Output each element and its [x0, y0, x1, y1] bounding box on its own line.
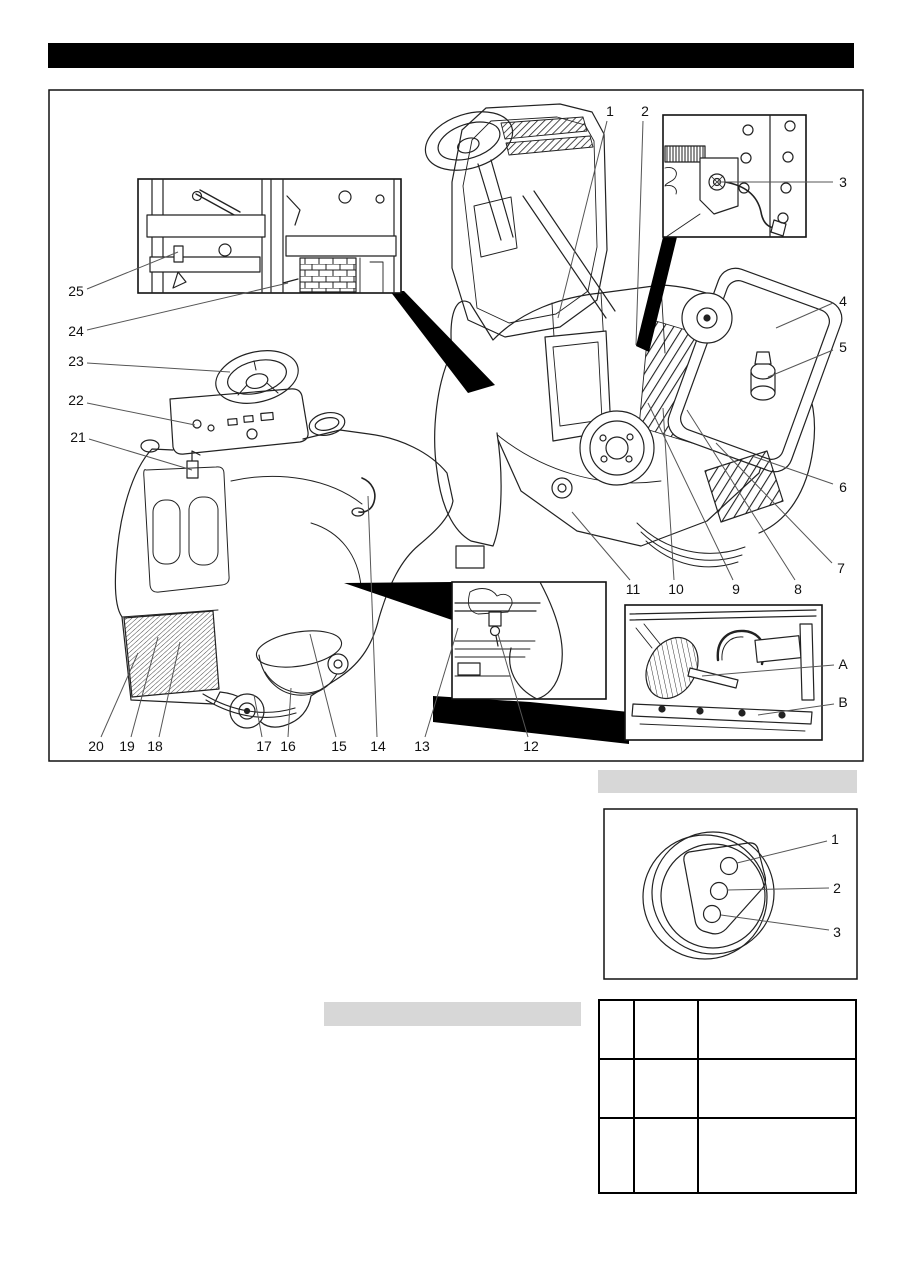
title-bar	[48, 43, 854, 68]
table-row	[598, 1058, 857, 1119]
callout-leader-18	[158, 641, 181, 738]
callout-leader-25	[86, 251, 179, 290]
battery-plug-drawing	[642, 831, 775, 960]
callout-label-6: 6	[839, 479, 847, 495]
pointer-wedge-bottom-right	[433, 696, 629, 744]
callout-leader-3	[720, 914, 830, 931]
callout-leader-10	[662, 407, 675, 581]
callout-leader-8	[686, 409, 796, 581]
battery-plug-figure: 1 2 3	[603, 808, 858, 980]
callout-leader-1	[736, 840, 828, 864]
table-row	[598, 1117, 857, 1194]
table-cell	[598, 1117, 635, 1194]
table-cell	[633, 999, 699, 1060]
callout-leader-A	[701, 664, 835, 677]
callout-label-13: 13	[414, 738, 430, 754]
inset-nozzle-detail	[451, 581, 607, 700]
callout-label-21: 21	[70, 429, 86, 445]
callout-label-14: 14	[370, 738, 386, 754]
table-row	[598, 999, 857, 1060]
table-cell	[598, 1058, 635, 1119]
pointer-wedge-top-left	[390, 291, 495, 393]
callout-label-2: 2	[641, 103, 649, 119]
fig2-callouts: 1 2 3	[720, 831, 841, 940]
callout-label-17: 17	[256, 738, 272, 754]
callout-label-8: 8	[794, 581, 802, 597]
section-heading-bar-2	[324, 1002, 581, 1026]
callout-label-24: 24	[68, 323, 84, 339]
callout-label-19: 19	[119, 738, 135, 754]
callout-leader-21	[88, 438, 193, 471]
callout-leader-15	[309, 633, 337, 738]
callout-leader-5	[767, 349, 834, 378]
callout-label-12: 12	[523, 738, 539, 754]
callout-label-10: 10	[668, 581, 684, 597]
callout-leader-11	[571, 511, 631, 581]
callout-leader-12	[497, 633, 529, 738]
callout-label-11: 11	[626, 581, 641, 597]
callout-leader-23	[86, 362, 231, 373]
parts-table	[598, 999, 857, 1194]
callout-label-16: 16	[280, 738, 296, 754]
callout-label-1: 1	[831, 831, 839, 847]
pointer-wedge-top-right	[636, 237, 677, 352]
callout-leader-1	[557, 120, 608, 319]
callout-leader-2	[635, 120, 644, 346]
inset-squeegee-detail	[624, 604, 823, 741]
machine-overview-figure: 1234567891011121314151617181920212223242…	[48, 89, 864, 762]
callout-label-9: 9	[732, 581, 740, 597]
table-cell	[633, 1058, 699, 1119]
figure2-border	[603, 808, 858, 980]
callout-leader-17	[253, 694, 263, 738]
callout-leader-B	[757, 703, 835, 716]
table-cell	[598, 999, 635, 1060]
callout-label-22: 22	[68, 392, 84, 408]
callout-leader-6	[751, 455, 834, 485]
section-heading-bar-1	[598, 770, 857, 793]
callout-label-A: A	[838, 656, 848, 672]
callout-leader-13	[424, 627, 459, 738]
callout-leader-20	[100, 652, 139, 738]
callout-label-18: 18	[147, 738, 163, 754]
callout-leader-22	[86, 402, 196, 426]
callout-label-4: 4	[839, 293, 847, 309]
inset-seat-latch-detail	[137, 178, 402, 294]
table-cell	[633, 1117, 699, 1194]
callout-leader-7	[715, 442, 833, 564]
callout-label-20: 20	[88, 738, 104, 754]
callout-label-B: B	[838, 694, 847, 710]
callout-label-3: 3	[833, 924, 841, 940]
callout-leader-16	[287, 687, 292, 738]
callout-label-2: 2	[833, 880, 841, 896]
callout-label-5: 5	[839, 339, 847, 355]
callout-label-23: 23	[68, 353, 84, 369]
pointer-wedge-bottom-mid	[344, 582, 452, 620]
right-machine-drawing	[424, 103, 843, 569]
callout-leader-4	[775, 302, 834, 329]
callout-label-15: 15	[331, 738, 347, 754]
callout-leader-19	[130, 636, 159, 738]
callout-leader-2	[726, 887, 830, 891]
callout-leader-9	[647, 402, 734, 581]
callout-leader-24	[86, 282, 289, 331]
table-cell	[697, 1058, 857, 1119]
callout-leader-14	[367, 495, 378, 738]
callout-label-3: 3	[839, 174, 847, 190]
table-cell	[697, 1117, 857, 1194]
inset-cable-detail	[662, 114, 807, 238]
table-cell	[697, 999, 857, 1060]
callout-label-7: 7	[837, 560, 845, 576]
callout-label-1: 1	[606, 103, 614, 119]
callout-label-25: 25	[68, 283, 84, 299]
